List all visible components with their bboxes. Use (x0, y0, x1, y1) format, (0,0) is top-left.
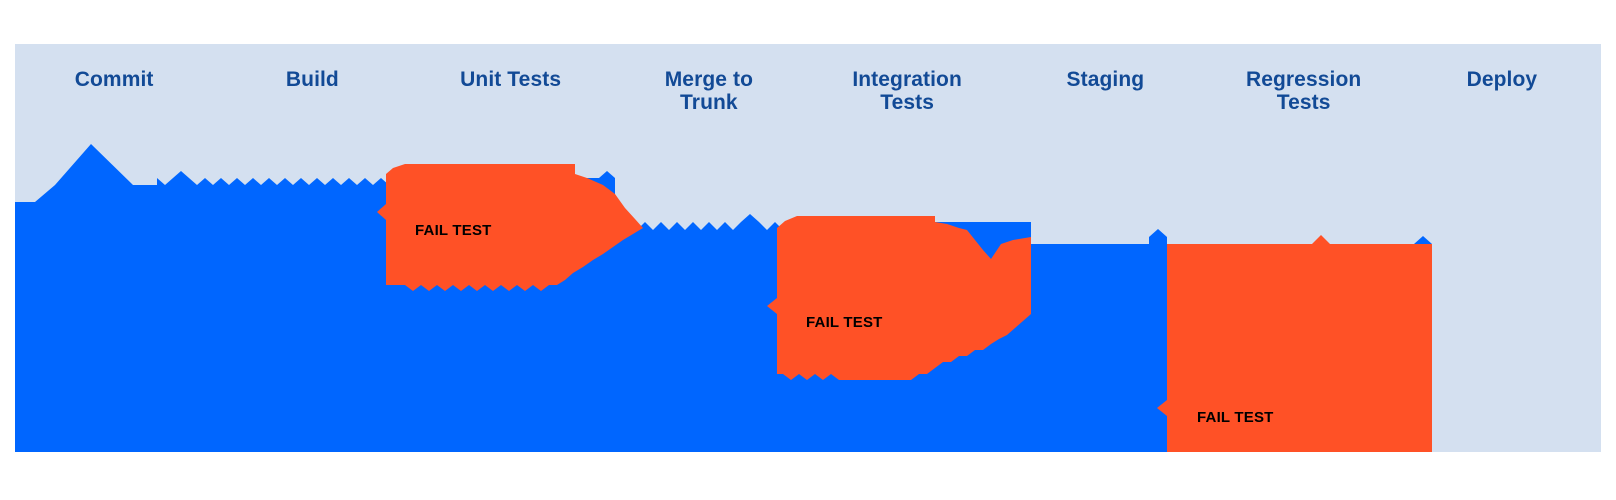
fail-area-unit-tests (377, 164, 643, 291)
fail-area-integration-tests (767, 216, 1031, 380)
chart-panel: FAIL TEST FAIL TEST FAIL TEST (15, 44, 1601, 452)
pipeline-area-plot (15, 144, 1432, 452)
fail-area-regression-tests (1157, 235, 1432, 452)
pass-area-blue (15, 144, 1432, 452)
